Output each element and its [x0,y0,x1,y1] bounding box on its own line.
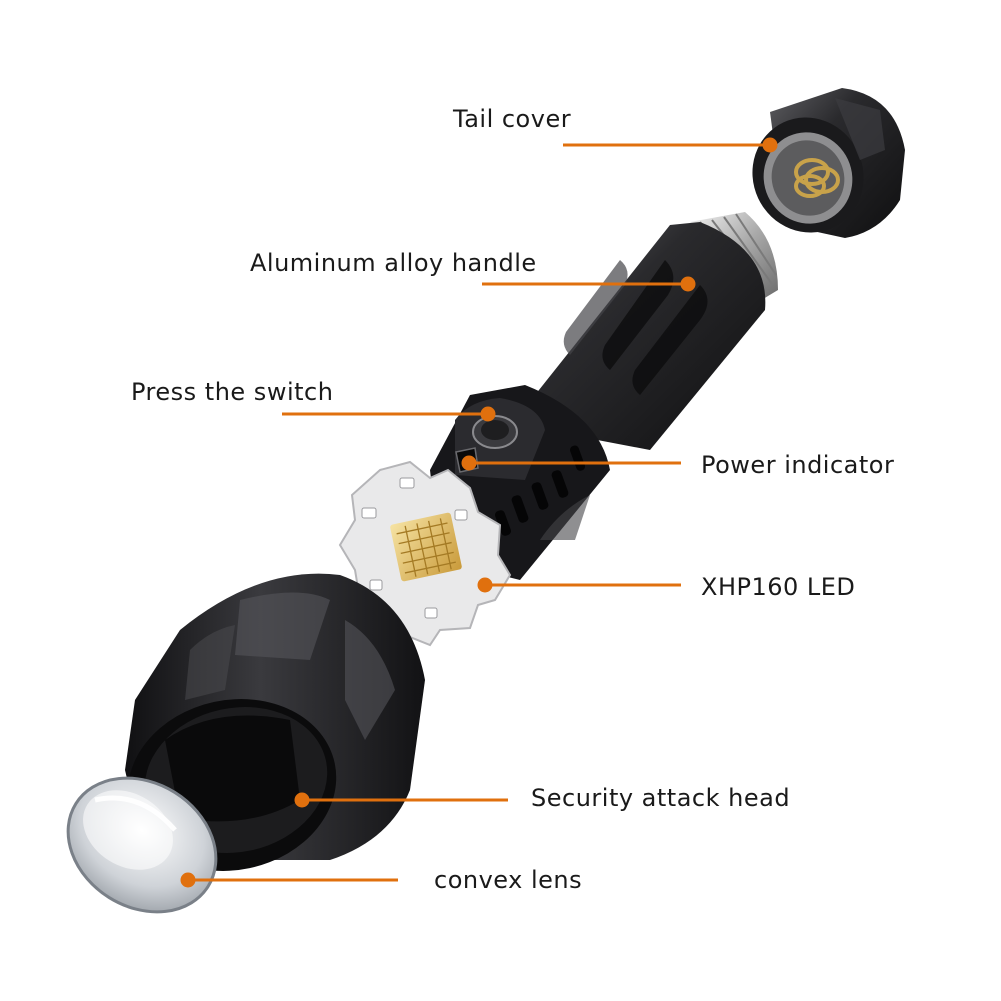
convex-lens [66,776,218,914]
callout-switch [282,406,496,422]
callout-power [461,455,681,471]
label-aluminum-handle: Aluminum alloy handle [250,249,537,277]
tail-cover [752,88,905,238]
callout-tail-cover [563,137,778,153]
label-power-indicator: Power indicator [701,451,895,479]
callout-lens [180,872,398,888]
label-led: XHP160 LED [701,573,856,601]
label-convex-lens: convex lens [434,866,583,894]
label-tail-cover: Tail cover [453,105,572,133]
switch-button [472,415,518,449]
callout-head [294,792,508,808]
callout-lines [180,137,778,888]
callout-led [477,577,681,593]
label-press-switch: Press the switch [131,378,334,406]
aluminum-handle [535,212,778,450]
label-attack-head: Security attack head [531,784,791,812]
spring-icon [794,158,840,198]
led-module [338,460,512,647]
callout-handle [482,276,696,292]
